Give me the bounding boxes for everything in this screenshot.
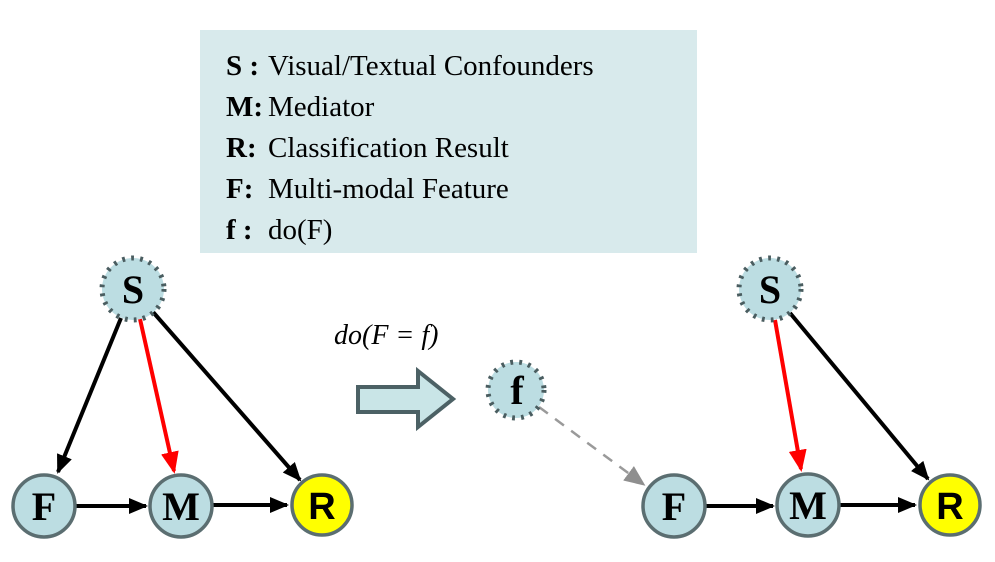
edge-left-s-to-f [56,317,123,474]
block-arrow-icon [356,366,457,432]
node-result-r-right [918,473,982,537]
legend-key-s: S : [226,50,260,82]
node-label-r-right: R [936,486,963,528]
edge-left-s-to-m [138,318,179,474]
node-label-f-left: F [32,484,56,529]
node-label-s-right: S [759,267,781,312]
legend-key-m: M: [226,91,264,123]
node-result-r-left [290,473,354,537]
left-causal-graph: S F M R [11,255,354,539]
node-confounder-s-left [99,255,167,323]
node-mediator-m-right [775,472,841,538]
node-label-f-right: F [662,484,686,529]
legend-item-lowercase-f: f : do(F) [226,210,687,251]
legend-desc-lowercase-f: do(F) [268,214,333,246]
edge-right-s-to-r [788,311,930,481]
legend-key-r: R: [226,132,257,164]
node-mediator-m-left [148,473,214,539]
legend-key-lowercase-f: f : [226,214,253,246]
node-label-s-left: S [122,267,144,312]
node-confounder-s-right [736,255,804,323]
legend-item-m: M:Mediator [226,87,687,128]
legend-item-r: R: Classification Result [226,128,687,169]
node-label-m-right: M [789,483,827,528]
node-label-r-left: R [308,486,335,528]
legend-desc-m: Mediator [268,91,375,123]
right-causal-graph: S F M R [641,255,982,539]
legend-box: S :Visual/Textual Confounders M:Mediator… [200,30,697,253]
intervention-label: do(F = f) [334,320,439,351]
legend-desc-r: Classification Result [268,132,509,164]
legend-desc-f: Multi-modal Feature [268,173,509,205]
legend-key-f: F: [226,173,254,205]
edge-f-do-to-f-right [538,405,646,486]
legend-item-s: S :Visual/Textual Confounders [226,46,687,87]
legend-item-f: F: Multi-modal Feature [226,169,687,210]
node-do-f [485,359,547,421]
node-label-m-left: M [162,484,200,529]
node-feature-f-left [11,473,77,539]
edge-left-s-to-r [151,310,302,482]
node-label-do-f: f [510,368,524,413]
edge-right-s-to-m [773,319,807,472]
legend-desc-s: Visual/Textual Confounders [268,50,594,82]
intervention-group: f [356,359,646,486]
node-feature-f-right [641,473,707,539]
